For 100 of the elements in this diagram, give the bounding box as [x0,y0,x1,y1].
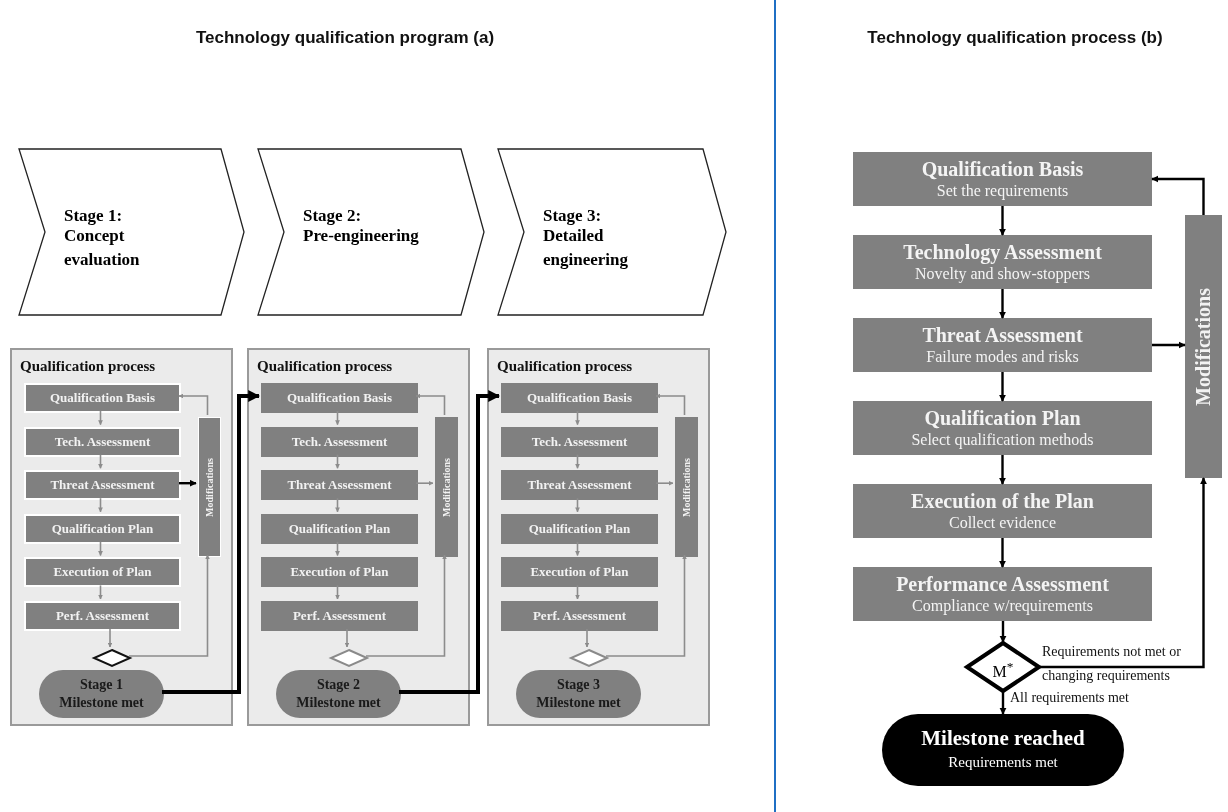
decision-label: M$^{*}$ [991,658,1015,683]
stage-panel [487,348,710,726]
milestone-status: Milestone met [536,694,621,712]
process-box [24,383,181,413]
step-description: Collect evidence [948,513,1057,533]
arrow [999,692,1007,715]
step-label: Threat Assessment [50,477,155,494]
step-label: Threat Assessment [287,477,392,494]
process-box [501,513,658,544]
arrow [655,480,674,486]
panel-title: Technology qualification process (b) [866,28,1164,48]
stage-name: Pre-engineering [303,225,420,247]
arrow [998,289,1007,319]
process-box [261,557,418,588]
arrow [1040,477,1208,669]
step-title: Execution of the Plan [911,489,1094,513]
arrow [575,541,580,557]
edge-label: Requirements not met or changing requirements [1042,643,1182,685]
arrow [335,584,340,600]
modifications-bar [675,417,698,557]
process-box [24,513,181,544]
arrow [98,410,103,426]
step-label: Tech. Assessment [54,433,151,450]
process-box [501,383,658,413]
arrow [98,497,103,513]
arrow [365,554,447,657]
arrow [415,480,434,486]
step-title: Qualification Basis [921,157,1084,181]
step-label: Perf. Assessment [55,608,150,624]
modifications-label: Modifications [441,457,452,517]
process-box [853,152,1152,206]
arrow [575,497,580,513]
panel-title: Qualification process [497,358,633,375]
process-box [24,557,181,588]
step-label: Qualification Basis [526,390,633,406]
step-title: Threat Assessment [922,323,1083,347]
arrow [998,455,1007,485]
arrow [605,554,687,657]
milestone-status: Milestone met [296,694,381,712]
process-box [24,426,181,457]
step-title: Qualification Plan [924,406,1081,430]
arrow [179,479,197,487]
milestone-terminal [516,670,641,718]
modifications-bar [1185,215,1222,478]
process-box [261,383,418,413]
arrow [399,390,501,694]
step-label: Perf. Assessment [532,608,627,624]
step-label: Perf. Assessment [292,608,387,624]
modifications-label: Modifications [1192,287,1215,406]
arrow [575,453,580,469]
process-box [261,470,418,501]
modifications-bar [435,417,458,557]
stage-panel [10,348,233,726]
process-box [261,513,418,544]
arrow [178,393,209,416]
step-description: Select qualification methods [911,430,1094,450]
milestone-title: Milestone reached [921,726,1085,750]
step-description: Compliance w/requirements [912,596,1093,616]
process-box [261,426,418,457]
step-label: Qualification Basis [49,390,156,406]
process-box [501,557,658,588]
arrow [998,206,1007,236]
process-box [853,484,1152,538]
arrow [335,497,340,513]
process-box [853,318,1152,372]
process-box [853,401,1152,455]
arrow [98,453,103,469]
stage-number: Stage 1: [64,205,124,227]
panel-title: Qualification process [20,358,156,375]
process-box [24,601,181,631]
arrow [98,584,103,600]
modifications-bar [198,417,221,557]
arrow [655,393,686,416]
arrow [128,554,210,657]
arrow [998,372,1007,402]
process-box [501,470,658,501]
stage-name: Concept evaluation [64,225,141,271]
milestone-terminal [276,670,401,718]
stage-number: Stage 2: [303,205,363,227]
arrow [584,628,590,648]
arrow [575,584,580,600]
stage-panel [247,348,470,726]
process-box [501,601,658,631]
step-label: Qualification Plan [51,520,154,537]
milestone-label: Stage 2 [316,676,361,694]
step-label: Execution of Plan [53,564,152,581]
arrow [1151,175,1205,215]
step-label: Execution of Plan [530,564,629,581]
process-box [24,470,181,501]
arrow [344,628,350,648]
panel-title: Qualification process [257,358,393,375]
arrow [335,410,340,426]
stage-number: Stage 3: [543,205,603,227]
milestone-status: Milestone met [59,694,144,712]
arrow [998,538,1007,568]
edge-label: All requirements met [1010,689,1130,707]
step-description: Set the requirements [936,181,1069,201]
process-box [261,601,418,631]
arrow [335,453,340,469]
milestone-label: Stage 1 [79,676,124,694]
